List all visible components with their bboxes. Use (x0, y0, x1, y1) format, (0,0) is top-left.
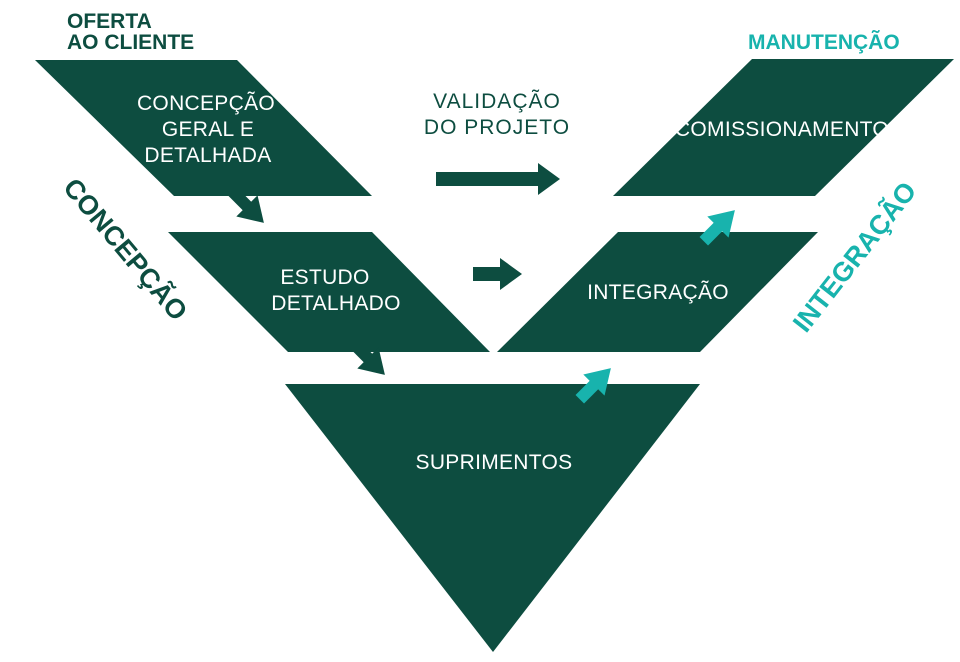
commissioning-shape (613, 59, 954, 196)
detailed-study-label-line1: ESTUDO (280, 266, 369, 289)
arrow-up-right-icon (699, 210, 735, 246)
integration-shape (497, 232, 818, 352)
integration-label: INTEGRAÇÃO (587, 280, 729, 304)
arrow-right-icon (473, 258, 522, 290)
integration-phase-label: INTEGRAÇÃO (786, 176, 922, 338)
offer-label-line1: OFERTA (67, 10, 152, 33)
validation-label-line1: VALIDAÇÃO (433, 89, 561, 113)
maintenance-label: MANUTENÇÃO (748, 31, 900, 54)
validation-arrow-icon (436, 163, 560, 195)
general-design-label-line3: DETALHADA (144, 144, 271, 167)
general-design-label-line1: CONCEPÇÃO (137, 91, 275, 115)
general-design-shape (35, 60, 372, 196)
arrow-up-right-icon (575, 368, 611, 404)
detailed-study-label-line2: DETALHADO (271, 292, 401, 315)
general-design-label-line2: GERAL E (162, 118, 254, 141)
validation-label-line2: DO PROJETO (424, 116, 570, 139)
offer-label-line2: AO CLIENTE (67, 31, 194, 54)
supplies-label: SUPRIMENTOS (416, 451, 573, 474)
supplies-shape (285, 384, 700, 652)
commissioning-label: COMISSIONAMENTO (675, 118, 889, 141)
detailed-study-shape (168, 232, 490, 352)
arrow-down-right-icon (349, 339, 385, 375)
arrow-down-right-icon (228, 187, 264, 223)
